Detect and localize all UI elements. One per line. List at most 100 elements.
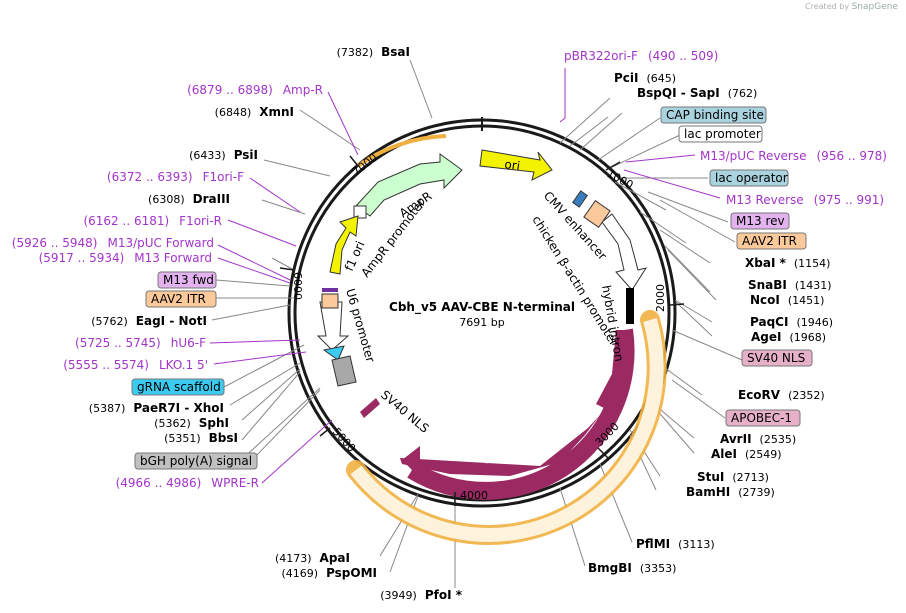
site-alei: AleI(2549)	[711, 447, 782, 461]
primer-wpre-r: (4966 .. 4986)WPRE-R	[116, 476, 259, 490]
site-sphi: (5362)SphI	[154, 416, 229, 430]
primer-f1ori-r: (6162 .. 6181)F1ori-R	[83, 214, 222, 228]
tick-5000: 5000	[330, 425, 358, 455]
site-snabi: SnaBI(1431)	[748, 278, 831, 292]
site-pfoi: (3949)PfoI *	[380, 588, 462, 602]
site-xmni: (6848)XmnI	[215, 105, 294, 119]
site-bbsi: (5351)BbsI	[164, 431, 238, 445]
box-aav2-itr-left	[145, 290, 217, 308]
top-highlight	[356, 134, 447, 168]
box-m13-rev-label: M13 rev	[736, 214, 785, 228]
site-pflmi: PflMI(3113)	[636, 537, 715, 551]
ampr-arrow	[355, 153, 463, 217]
f1-ori-arrow	[329, 215, 359, 275]
tick-6000: 6000	[291, 272, 304, 300]
primer-m13-reverse: M13 Reverse(975 .. 991)	[726, 193, 884, 207]
box-aav2-itr-right-label: AAV2 ITR	[742, 234, 797, 248]
sv40-nls-small	[360, 398, 380, 418]
primer-m13-forward: (5917 .. 5934)M13 Forward	[39, 251, 212, 265]
features	[316, 134, 667, 545]
site-apai: (4173)ApaI	[275, 551, 350, 565]
box-grna-scaffold-label: gRNA scaffold	[137, 380, 221, 394]
cas9-shape	[400, 415, 600, 476]
bgh-polya-shape	[331, 355, 357, 387]
site-pcii: PciI(645)	[614, 71, 676, 85]
site-avrii: AvrII(2535)	[720, 432, 796, 446]
grna-scaffold-shape	[322, 345, 345, 361]
box-m13-rev	[730, 212, 790, 230]
site-psii: (6433)PsiI	[189, 148, 258, 162]
site-bamhi: BamHI(2739)	[686, 485, 775, 499]
tick-4000: 4000	[460, 489, 488, 502]
tick-7000: 7000	[350, 151, 380, 178]
box-cap-binding-site	[660, 106, 767, 124]
box-cap-binding-site-label: CAP binding site	[666, 108, 764, 122]
plasmid-name: Cbh_v5 AAV-CBE N-terminal	[389, 300, 575, 315]
tick-2000: 2000	[654, 284, 667, 312]
feature-label-u6-promoter: U6 promoter	[343, 287, 377, 364]
box-aav2-itr-right	[736, 232, 807, 250]
boxed-labels: CAP binding site lac promoter lac operat…	[131, 106, 813, 470]
box-lac-promoter	[678, 125, 763, 143]
site-bsai: (7382)BsaI	[337, 45, 410, 59]
site-ncoi: NcoI(1451)	[750, 293, 824, 307]
cas9-arrowhead	[402, 446, 420, 478]
box-bgh-polya-label: bGH poly(A) signal	[140, 454, 252, 468]
box-apobec1	[725, 409, 801, 427]
box-sv40-nls	[741, 349, 813, 367]
plasmid-length: 7691 bp	[459, 316, 504, 329]
site-paer7i-xhoi: (5387)PaeR7I - XhoI	[89, 401, 224, 415]
primer-pbr322ori-f: pBR322ori-F(490 .. 509)	[564, 49, 718, 63]
cba-promoter-arrow	[601, 213, 648, 291]
site-draiii: (6308)DraIII	[148, 192, 230, 206]
box-grna-scaffold	[131, 378, 225, 396]
sites-right: PciI(645) BspQI - SapI(762) XbaI *(1154)…	[588, 71, 833, 575]
primer-m13-puc-forward: (5926 .. 5948)M13/pUC Forward	[12, 236, 214, 250]
primer-f1ori-f: (6372 .. 6393)F1ori-F	[107, 170, 244, 184]
lac-operator-box	[572, 190, 588, 208]
box-lac-operator	[709, 169, 789, 187]
cas9-highlight-inner	[350, 318, 664, 542]
box-lac-operator-label: lac operator	[715, 171, 788, 185]
primer-m13-puc-reverse: M13/pUC Reverse(956 .. 978)	[700, 149, 887, 163]
feature-label-ampr-promoter: AmpR promoter	[358, 196, 428, 280]
feature-label-ori: ori	[504, 157, 521, 173]
box-m13-fwd	[157, 271, 217, 289]
box-lac-promoter-label: lac promoter	[684, 127, 761, 141]
aav2-itr-left	[321, 293, 339, 309]
site-bspqi-sapi: BspQI - SapI(762)	[637, 86, 757, 100]
tick-1000: 1000	[605, 167, 636, 192]
box-apobec1-label: APOBEC-1	[731, 411, 792, 425]
u6-promoter-arrow	[316, 301, 350, 351]
snapgene-credit: Created by SnapGene	[805, 2, 898, 12]
aav2-itr-right	[583, 199, 611, 229]
site-agei: AgeI(1968)	[751, 330, 826, 344]
primer-hu6-f: (5725 .. 5745)hU6-F	[75, 336, 206, 350]
primer-leader-lines	[209, 68, 721, 484]
m13-fwd-box	[322, 288, 338, 292]
box-m13-fwd-label: M13 fwd	[163, 273, 214, 287]
feature-label-cas9: Cas9(N)	[481, 443, 531, 467]
ampr-promoter-box	[353, 205, 367, 219]
primers: pBR322ori-F(490 .. 509) M13/pUC Reverse(…	[12, 49, 887, 490]
primer-lko1-5: (5555 .. 5574)LKO.1 5'	[63, 358, 208, 372]
site-paqci: PaqCI(1946)	[750, 315, 833, 329]
kb-ticks	[279, 155, 685, 506]
hybrid-intron-bar	[626, 288, 634, 324]
site-xbai: XbaI *(1154)	[745, 256, 830, 270]
sites-left: (7382)BsaI (6848)XmnI (6433)PsiI (6308)D…	[89, 45, 463, 602]
cas9-arrow	[407, 328, 635, 500]
box-sv40-nls-label: SV40 NLS	[747, 351, 805, 365]
site-pspomi: (4169)PspOMI	[281, 566, 377, 580]
site-bmgbi: BmgBI(3353)	[588, 561, 676, 575]
primer-amp-r: (6879 .. 6898)Amp-R	[187, 83, 323, 97]
ori-arrow	[479, 149, 553, 181]
site-ecorv: EcoRV(2352)	[738, 388, 825, 402]
tick-3000: 3000	[593, 420, 622, 449]
site-eagi-noti: (5762)EagI - NotI	[91, 314, 207, 328]
feature-label-sv40-nls: SV40 NLS	[378, 388, 432, 436]
site-stui: StuI(2713)	[697, 470, 769, 484]
box-bgh-polya	[134, 452, 258, 470]
